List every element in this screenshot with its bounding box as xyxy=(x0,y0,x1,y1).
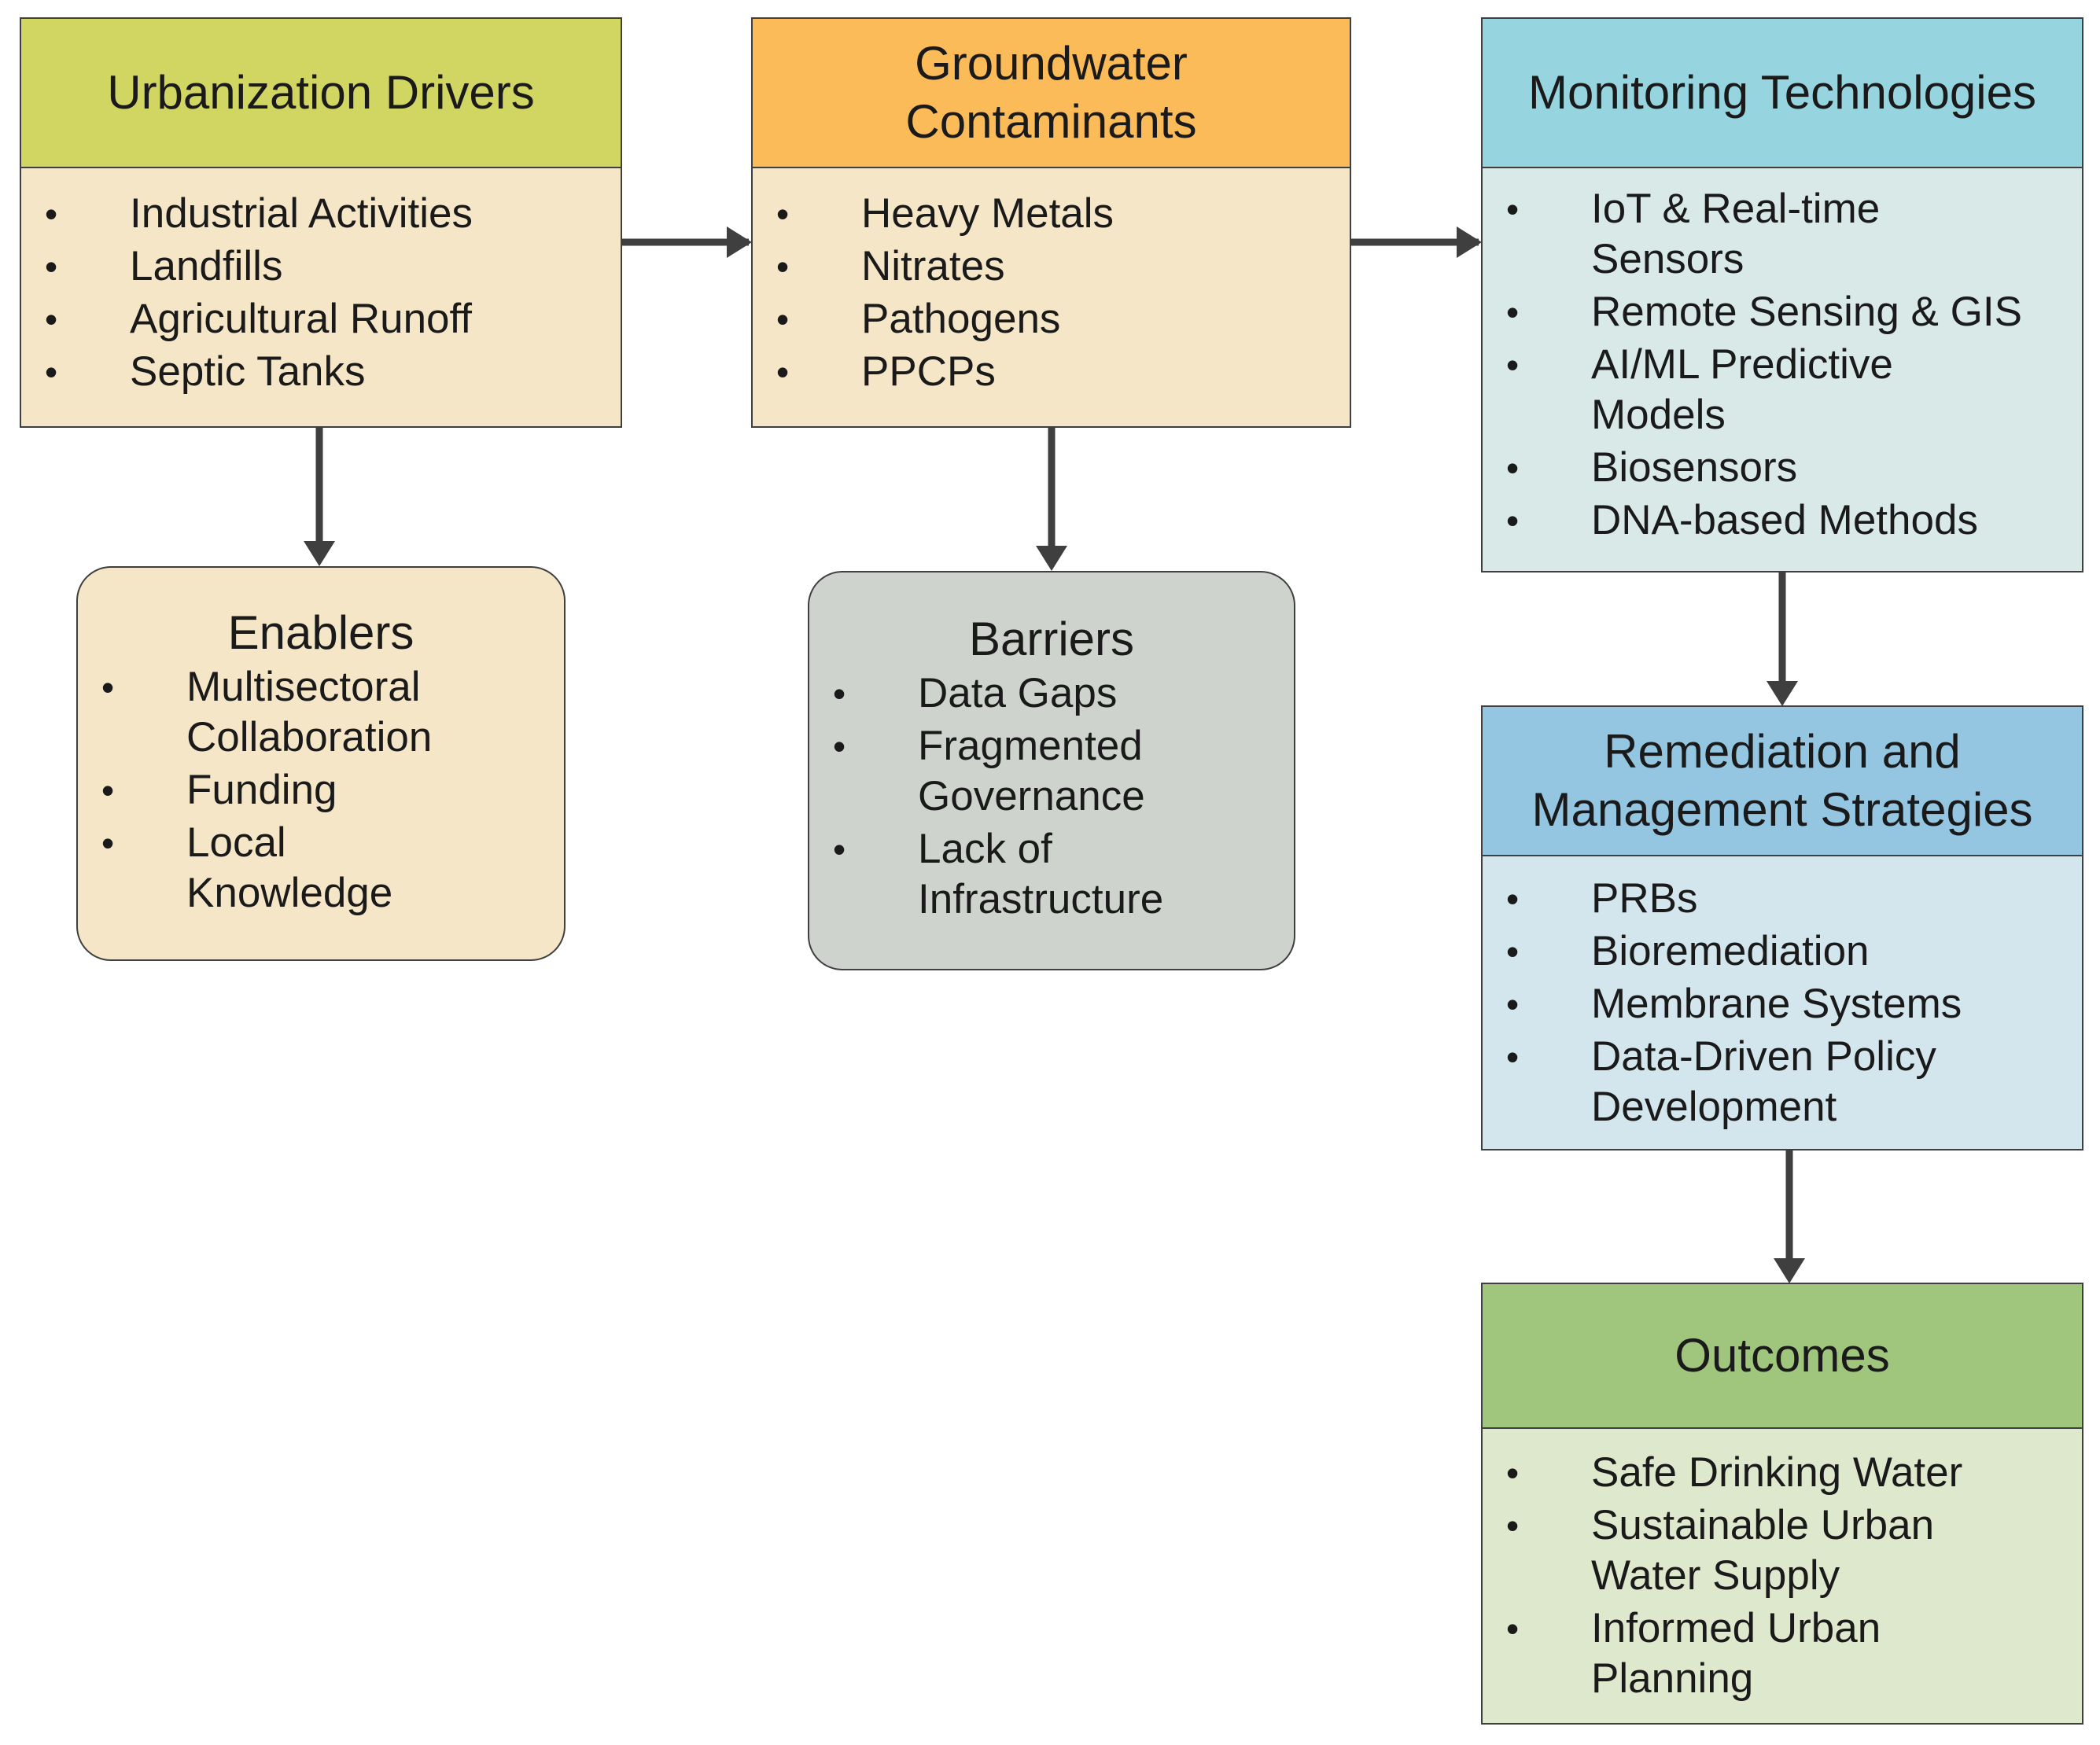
arrowhead-contaminants-to-monitoring xyxy=(1457,226,1482,258)
list-item: IoT & Real-time Sensors xyxy=(1483,184,2066,285)
list-item: PPCPs xyxy=(753,347,1350,397)
arrowhead-monitoring-to-remediation xyxy=(1767,681,1798,706)
list-item: Biosensors xyxy=(1483,443,2066,493)
list-item: Agricultural Runoff xyxy=(21,294,621,344)
groundwater-contaminants-title-line2: Contaminants xyxy=(905,95,1197,148)
list-item: Sustainable Urban Water Supply xyxy=(1483,1500,2066,1601)
list-item: Data Gaps xyxy=(809,668,1262,719)
list-item: AI/ML Predictive Models xyxy=(1483,340,2066,440)
outcomes-header: Outcomes xyxy=(1483,1284,2082,1429)
list-item: Informed Urban Planning xyxy=(1483,1603,2066,1704)
list-item: Septic Tanks xyxy=(21,347,621,397)
remediation-strategies-header: Remediation and Management Strategies xyxy=(1483,707,2082,856)
list-item: Pathogens xyxy=(753,294,1350,344)
barriers-list: Data Gaps Fragmented Governance Lack of … xyxy=(809,668,1294,925)
barriers-title: Barriers xyxy=(968,613,1135,665)
monitoring-technologies-box: Monitoring Technologies IoT & Real-time … xyxy=(1481,17,2083,572)
outcomes-title: Outcomes xyxy=(1674,1329,1890,1382)
groundwater-contaminants-list: Heavy Metals Nitrates Pathogens PPCPs xyxy=(753,189,1350,397)
list-item: Lack of Infrastructure xyxy=(809,824,1262,925)
remediation-strategies-title-line1: Remediation and xyxy=(1604,725,1961,778)
list-item: Data-Driven Policy Development xyxy=(1483,1032,2066,1132)
urbanization-drivers-box: Urbanization Drivers Industrial Activiti… xyxy=(20,17,622,428)
list-item: Bioremediation xyxy=(1483,926,2066,977)
enablers-box: Enablers Multisectoral Collaboration Fun… xyxy=(76,566,566,961)
remediation-strategies-list: PRBs Bioremediation Membrane Systems Dat… xyxy=(1483,874,2066,1132)
list-item: PRBs xyxy=(1483,874,2066,924)
list-item: Fragmented Governance xyxy=(809,721,1262,822)
list-item: Industrial Activities xyxy=(21,189,621,239)
urbanization-drivers-title: Urbanization Drivers xyxy=(107,66,535,119)
list-item: Membrane Systems xyxy=(1483,979,2066,1029)
enablers-list: Multisectoral Collaboration Funding Loca… xyxy=(78,662,564,919)
barriers-box: Barriers Data Gaps Fragmented Governance… xyxy=(808,571,1295,970)
list-item: Nitrates xyxy=(753,241,1350,292)
groundwater-contaminants-title-line1: Groundwater xyxy=(915,37,1188,90)
monitoring-technologies-title: Monitoring Technologies xyxy=(1528,66,2036,119)
urbanization-drivers-list: Industrial Activities Landfills Agricult… xyxy=(21,189,621,397)
list-item: Local Knowledge xyxy=(78,818,532,919)
list-item: DNA-based Methods xyxy=(1483,495,2066,546)
list-item: Remote Sensing & GIS xyxy=(1483,287,2066,337)
arrowhead-remediation-to-outcomes xyxy=(1774,1258,1805,1283)
arrowhead-drivers-to-enablers xyxy=(304,541,335,566)
groundwater-contaminants-box: Groundwater Contaminants Heavy Metals Ni… xyxy=(751,17,1351,428)
list-item: Landfills xyxy=(21,241,621,292)
urbanization-drivers-header: Urbanization Drivers xyxy=(21,19,621,168)
outcomes-box: Outcomes Safe Drinking Water Sustainable… xyxy=(1481,1283,2083,1725)
remediation-strategies-box: Remediation and Management Strategies PR… xyxy=(1481,705,2083,1150)
list-item: Safe Drinking Water xyxy=(1483,1448,2066,1498)
groundwater-contaminants-header: Groundwater Contaminants xyxy=(753,19,1350,168)
enablers-title: Enablers xyxy=(227,606,414,659)
monitoring-technologies-list: IoT & Real-time Sensors Remote Sensing &… xyxy=(1483,184,2066,546)
list-item: Funding xyxy=(78,765,532,815)
monitoring-technologies-header: Monitoring Technologies xyxy=(1483,19,2082,168)
list-item: Heavy Metals xyxy=(753,189,1350,239)
list-item: Multisectoral Collaboration xyxy=(78,662,532,763)
remediation-strategies-title-line2: Management Strategies xyxy=(1531,783,2033,836)
arrowhead-contaminants-to-barriers xyxy=(1036,546,1067,571)
outcomes-list: Safe Drinking Water Sustainable Urban Wa… xyxy=(1483,1448,2066,1704)
arrowhead-drivers-to-contaminants xyxy=(727,226,752,258)
